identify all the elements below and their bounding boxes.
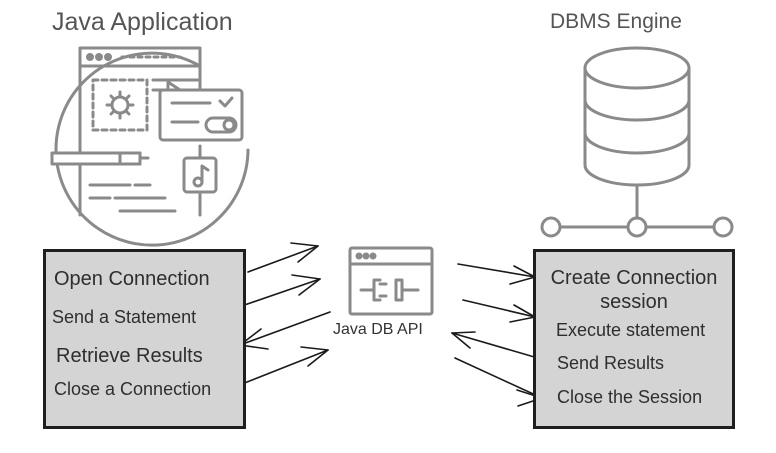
dbms-engine-steps-box: Create Connection session Execute statem… [533, 249, 735, 429]
java-application-steps-box: Open Connection Send a Statement Retriev… [43, 249, 246, 429]
arrow-open-connection [247, 242, 319, 273]
step-create-connection: Create Connection [550, 267, 718, 289]
java-application-title: Java Application [52, 8, 233, 36]
java-db-api-label: Java DB API [333, 321, 423, 338]
step-retrieve-results: Retrieve Results [56, 345, 203, 367]
arrow-execute-statement [462, 299, 536, 323]
step-execute-statement: Execute statement [556, 320, 706, 340]
java-application-illustration-icon [50, 46, 250, 247]
arrow-create-session [457, 263, 536, 285]
arrows [229, 242, 549, 407]
step-send-results: Send Results [557, 353, 665, 373]
step-open-connection: Open Connection [54, 268, 210, 290]
step-create-connection-session: session [600, 291, 668, 313]
step-close-session: Close the Session [557, 387, 703, 407]
plug-api-icon [348, 246, 434, 316]
arrow-close-connection [241, 346, 329, 385]
database-icon [540, 46, 734, 238]
step-send-statement: Send a Statement [52, 307, 197, 327]
arrow-send-results [451, 331, 549, 362]
step-close-connection: Close a Connection [54, 379, 212, 399]
dbms-engine-title: DBMS Engine [550, 10, 682, 33]
arrow-close-session [454, 357, 543, 407]
arrow-retrieve-results [239, 311, 331, 350]
